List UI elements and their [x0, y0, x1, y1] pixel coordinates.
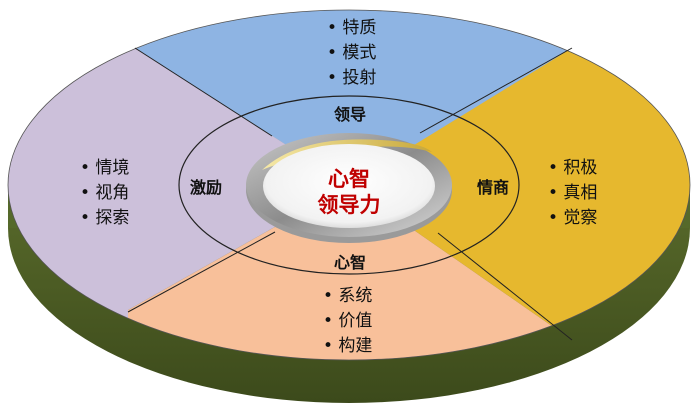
ring-label-left: 激励 [190, 178, 222, 197]
list-item: • 模式 [327, 43, 376, 63]
quadrant-bottom-list: • 系统 • 价值 • 构建 [323, 286, 372, 356]
list-item: • 系统 [323, 286, 372, 306]
inner-ring [178, 95, 520, 275]
quadrant-top-list: • 特质 • 模式 • 投射 [327, 18, 376, 88]
list-item: • 构建 [323, 336, 372, 356]
ring-label-top: 领导 [334, 105, 366, 124]
quadrant-right-list: • 积极 • 真相 • 觉察 [548, 158, 597, 228]
list-item: • 特质 [327, 18, 376, 38]
center-title-line2: 领导力 [318, 193, 381, 217]
list-item: • 探索 [80, 208, 129, 228]
list-item: • 觉察 [548, 208, 597, 228]
list-item: • 情境 [80, 158, 129, 178]
ring-label-right: 情商 [477, 178, 509, 197]
ring-label-bottom: 心智 [334, 253, 366, 272]
quadrant-top-fill [135, 10, 572, 185]
list-item: • 价值 [323, 311, 372, 331]
disc-top-outline [7, 9, 691, 361]
center-hub-face [263, 144, 435, 228]
quadrant-left-list: • 情境 • 视角 • 探索 [80, 158, 129, 228]
list-item: • 真相 [548, 183, 597, 203]
list-item: • 投射 [327, 68, 376, 88]
center-swirl-gold [262, 139, 432, 170]
divider-lines [127, 47, 573, 341]
center-title-line1: 心智 [328, 167, 370, 191]
quadrant-bottom [128, 185, 572, 360]
list-item: • 视角 [80, 183, 129, 203]
list-item: • 积极 [548, 158, 597, 178]
